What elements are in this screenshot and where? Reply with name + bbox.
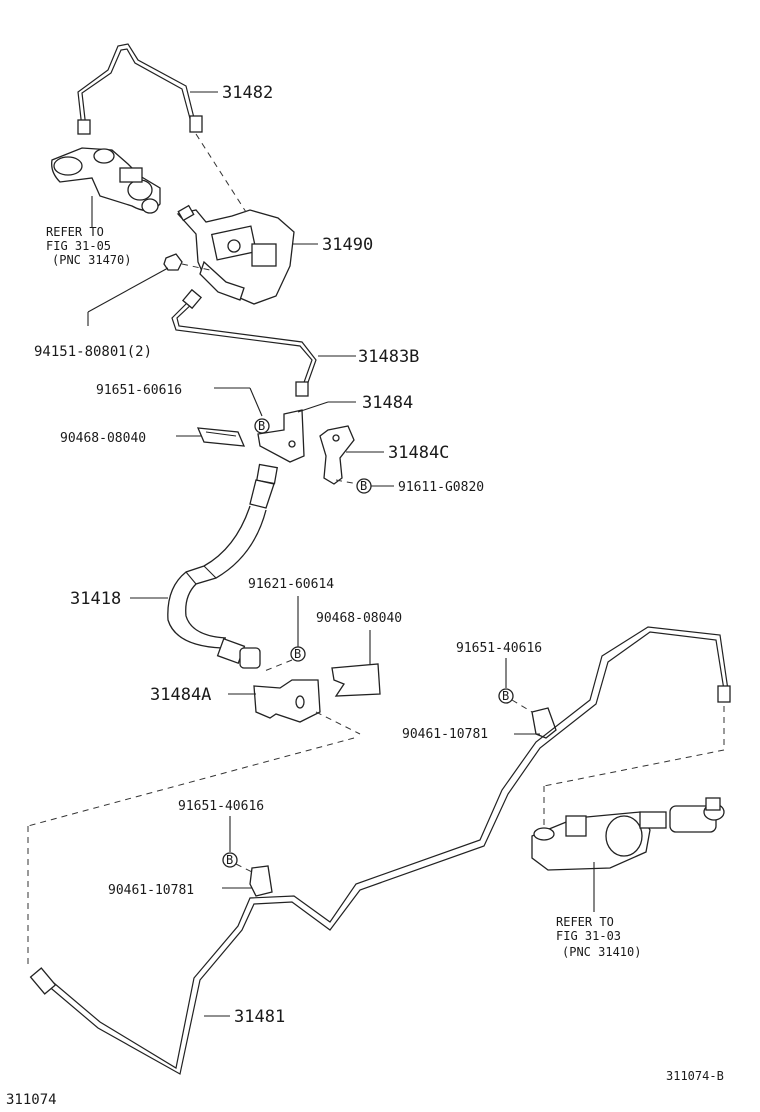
label-91651-40616-right: 91651-40616 <box>456 641 542 656</box>
refer1-line2: FIG 31-05 <box>46 239 111 253</box>
dash-91621 <box>261 659 293 673</box>
dash-reference-line <box>27 737 355 827</box>
bolt-marker-91651-40616-right[interactable]: B <box>498 688 514 704</box>
svg-text:B: B <box>226 853 233 867</box>
bracket-31484a[interactable] <box>253 679 321 723</box>
label-91621: 91621-60614 <box>248 577 334 592</box>
label-31484a: 31484A <box>150 685 211 705</box>
label-31484: 31484 <box>362 393 413 413</box>
bracket-31484c[interactable] <box>319 425 355 485</box>
pipe-31482[interactable] <box>77 43 203 135</box>
refer1-line3: (PNC 31470) <box>52 253 131 267</box>
label-90468-lower: 90468-08040 <box>316 611 402 626</box>
bolt-marker-91651-40616-left[interactable]: B <box>222 852 238 868</box>
dash-91611 <box>335 479 359 485</box>
page-code: 311074 <box>6 1092 57 1108</box>
svg-text:B: B <box>502 689 509 703</box>
valve-31490[interactable] <box>176 204 295 305</box>
refer2-line3: (PNC 31410) <box>562 945 641 959</box>
label-91651-60616: 91651-60616 <box>96 383 182 398</box>
label-90468-upper: 90468-08040 <box>60 431 146 446</box>
label-31482: 31482 <box>222 83 273 103</box>
dash-right-diagonal <box>543 749 725 787</box>
label-31483b: 31483B <box>358 347 419 367</box>
svg-text:B: B <box>258 419 265 433</box>
refer2-line2: FIG 31-03 <box>556 929 621 943</box>
label-31484c: 31484C <box>388 443 449 463</box>
label-94151: 94151-80801(2) <box>34 344 152 360</box>
label-90461-left: 90461-10781 <box>108 883 194 898</box>
refer1-line1: REFER TO <box>46 225 104 239</box>
bolt-marker-91611[interactable]: B <box>356 478 372 494</box>
dash-right-clip <box>511 699 533 713</box>
label-31490: 31490 <box>322 235 373 255</box>
label-31418: 31418 <box>70 589 121 609</box>
diagram-code: 311074-B <box>666 1069 724 1083</box>
label-91611: 91611-G0820 <box>398 480 484 495</box>
svg-text:B: B <box>294 647 301 661</box>
dash-bolt-94151 <box>181 263 211 271</box>
dash-left-clip <box>235 863 253 873</box>
dash-31482-to-valve <box>195 133 247 213</box>
refer2-line1: REFER TO <box>556 915 614 929</box>
leader-94151-b <box>87 267 169 313</box>
pipe-31483b[interactable] <box>171 288 317 397</box>
dash-31484a <box>315 711 361 735</box>
release-cylinder-drawing <box>51 147 161 214</box>
svg-text:B: B <box>360 479 367 493</box>
bolt-marker-91651-60616[interactable]: B <box>254 418 270 434</box>
clip-90468-upper[interactable] <box>196 427 246 447</box>
label-31481: 31481 <box>234 1007 285 1027</box>
bracket-31484[interactable] <box>257 409 305 463</box>
pipe-31481[interactable] <box>29 626 731 1075</box>
bolt-marker-91621[interactable]: B <box>290 646 306 662</box>
leader-91651-60616-b <box>249 387 263 417</box>
leader-31484-a <box>297 401 329 413</box>
label-91651-40616-left: 91651-40616 <box>178 799 264 814</box>
label-90461-right: 90461-10781 <box>402 727 488 742</box>
clip-90461-left[interactable] <box>249 865 273 897</box>
hose-31418[interactable] <box>167 463 279 669</box>
clip-90468-lower[interactable] <box>331 663 381 697</box>
bolt-94151[interactable] <box>163 253 183 271</box>
master-cylinder-drawing <box>531 797 725 871</box>
